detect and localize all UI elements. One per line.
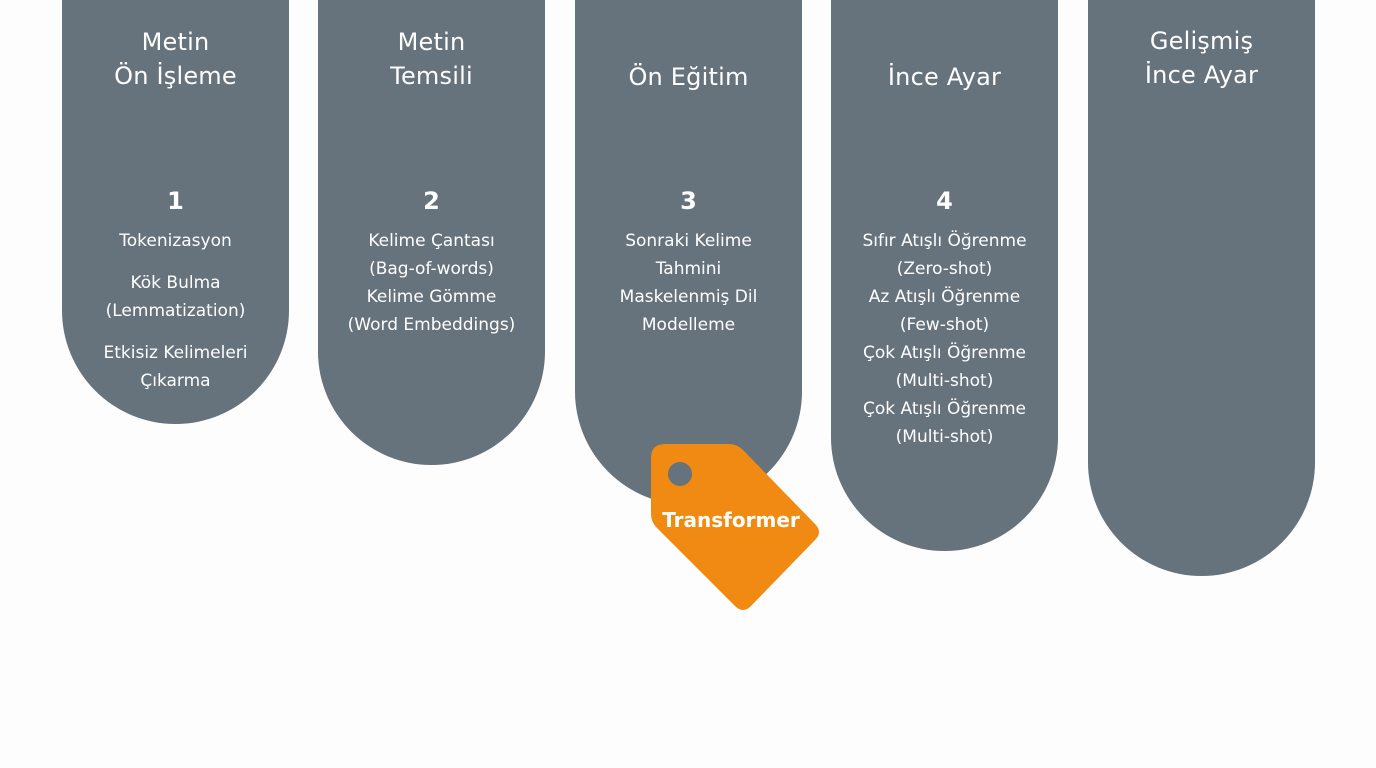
stage-1-item: Etkisiz Kelimeleri: [103, 343, 248, 363]
stage-4-column: İnce Ayar 4 Sıfır Atışlı Öğrenme (Zero-s…: [831, 0, 1058, 551]
stage-2-item: (Word Embeddings): [347, 315, 516, 335]
stage-4-number: 4: [936, 187, 953, 215]
stage-4-item: (Zero-shot): [896, 259, 993, 279]
transformer-tag-label: Transformer: [662, 508, 800, 532]
stage-5-column: Gelişmiş İnce Ayar: [1088, 0, 1315, 576]
stage-4-item: Çok Atışlı Öğrenme: [863, 343, 1026, 363]
stage-3-number: 3: [680, 187, 697, 215]
stage-2-title-line2: Temsili: [390, 62, 473, 90]
stage-4-title: İnce Ayar: [831, 60, 1058, 94]
transformer-tag: Transformer: [651, 444, 821, 614]
stage-2-item: Kelime Gömme: [366, 287, 497, 307]
stage-4-item: Çok Atışlı Öğrenme: [863, 399, 1026, 419]
stage-3-items: Sonraki Kelime Tahmini Maskelenmiş Dil M…: [575, 227, 802, 339]
stage-2-title-line1: Metin: [397, 28, 466, 56]
stage-1-title: Metin Ön İşleme: [62, 25, 289, 93]
stage-1-item: Kök Bulma: [130, 273, 221, 293]
stage-3-title: Ön Eğitim: [575, 60, 802, 94]
stage-3-title-line1: Ön Eğitim: [628, 63, 749, 91]
stage-1-items: Tokenizasyon Kök Bulma (Lemmatization) E…: [62, 227, 289, 395]
stage-2-title: Metin Temsili: [318, 25, 545, 93]
stage-4-item: Az Atışlı Öğrenme: [868, 287, 1021, 307]
stage-1-title-line1: Metin: [141, 28, 210, 56]
stage-4-title-line1: İnce Ayar: [887, 63, 1002, 91]
price-tag-icon: [651, 444, 819, 610]
stage-5-title: Gelişmiş İnce Ayar: [1088, 24, 1315, 92]
stage-4-item: Sıfır Atışlı Öğrenme: [862, 231, 1027, 251]
stage-3-column: Ön Eğitim 3 Sonraki Kelime Tahmini Maske…: [575, 0, 802, 505]
stage-5-title-line1: Gelişmiş: [1149, 27, 1254, 55]
stage-3-item: Tahmini: [655, 259, 722, 279]
stage-4-item: (Multi-shot): [895, 371, 994, 391]
stage-2-number: 2: [423, 187, 440, 215]
stage-4-item: (Few-shot): [899, 315, 990, 335]
stage-3-item: Sonraki Kelime: [625, 231, 752, 251]
stage-1-item: (Lemmatization): [105, 301, 246, 321]
stage-2-item: (Bag-of-words): [369, 259, 494, 279]
stage-2-item: Kelime Çantası: [368, 231, 495, 251]
stage-1-number: 1: [167, 187, 184, 215]
stage-5-title-line2: İnce Ayar: [1144, 61, 1259, 89]
stage-1-item: Tokenizasyon: [119, 231, 232, 251]
stage-1-item: Çıkarma: [140, 371, 211, 391]
stage-2-column: Metin Temsili 2 Kelime Çantası (Bag-of-w…: [318, 0, 545, 465]
stage-3-item: Maskelenmiş Dil: [619, 287, 758, 307]
stage-4-item: (Multi-shot): [895, 427, 994, 447]
stage-4-items: Sıfır Atışlı Öğrenme (Zero-shot) Az Atış…: [831, 227, 1058, 451]
stage-1-column: Metin Ön İşleme 1 Tokenizasyon Kök Bulma…: [62, 0, 289, 424]
stage-1-title-line2: Ön İşleme: [114, 62, 237, 90]
stage-2-items: Kelime Çantası (Bag-of-words) Kelime Göm…: [318, 227, 545, 339]
stage-3-item: Modelleme: [641, 315, 736, 335]
